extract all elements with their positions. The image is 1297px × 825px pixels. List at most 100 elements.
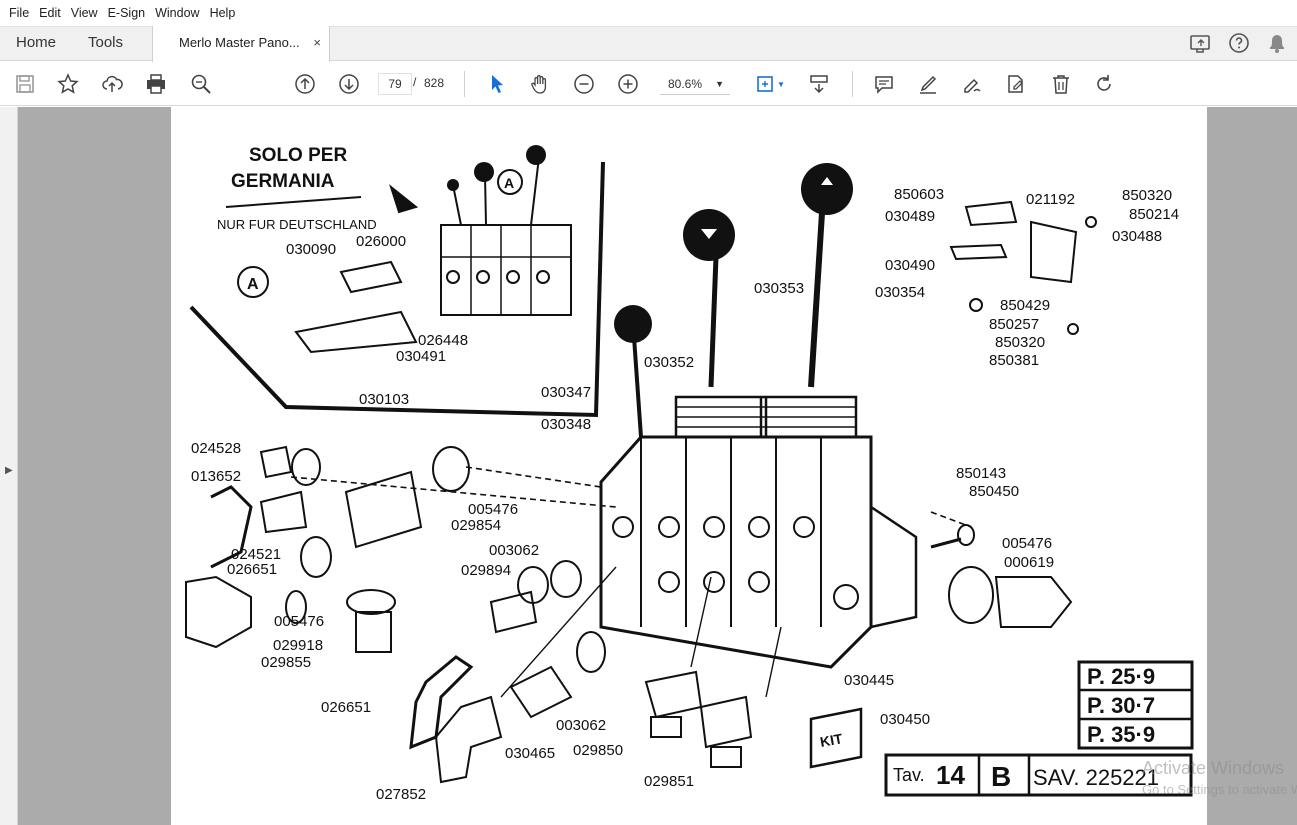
page-down-icon[interactable] bbox=[336, 71, 362, 97]
zoom-select[interactable]: 80.6% ▼ bbox=[660, 73, 730, 95]
part-850257: 850257 bbox=[989, 316, 1039, 333]
menu-bar: File Edit View E-Sign Window Help bbox=[0, 0, 1297, 26]
part-024528: 024528 bbox=[191, 440, 241, 457]
part-003062-b: 003062 bbox=[556, 717, 606, 734]
part-024521: 024521 bbox=[231, 546, 281, 563]
document-viewer[interactable]: ▶ bbox=[0, 107, 1297, 825]
expand-arrow-icon[interactable]: ▶ bbox=[5, 465, 13, 476]
part-850320-bottom: 850320 bbox=[995, 334, 1045, 351]
rotate-icon[interactable] bbox=[1091, 71, 1117, 97]
notification-bell-icon[interactable] bbox=[1265, 30, 1289, 61]
chevron-down-icon: ▼ bbox=[715, 79, 724, 89]
page-ref-2: P. 30·7 bbox=[1087, 693, 1155, 718]
delete-icon[interactable] bbox=[1048, 71, 1074, 97]
zoom-value: 80.6% bbox=[668, 77, 703, 91]
callout-a-right: A bbox=[504, 175, 514, 191]
tab-home[interactable]: Home bbox=[16, 34, 57, 51]
part-030348: 030348 bbox=[541, 416, 591, 433]
part-030103: 030103 bbox=[359, 391, 409, 408]
part-026651-b: 026651 bbox=[321, 699, 371, 716]
part-030352: 030352 bbox=[644, 354, 694, 371]
help-icon[interactable] bbox=[1227, 30, 1251, 61]
part-030488: 030488 bbox=[1112, 228, 1162, 245]
part-029855: 029855 bbox=[261, 654, 311, 671]
parts-diagram: SOLO PER GERMANIA NUR FUR DEUTSCHLAND A … bbox=[185, 145, 1194, 803]
page-ref-1: P. 25·9 bbox=[1087, 664, 1155, 689]
heading-line-2: GERMANIA bbox=[231, 171, 335, 192]
page-total: 828 bbox=[424, 76, 445, 90]
part-029851: 029851 bbox=[644, 773, 694, 790]
cloud-upload-icon[interactable] bbox=[99, 71, 125, 97]
part-005476-c: 005476 bbox=[1002, 535, 1052, 552]
print-icon[interactable] bbox=[143, 71, 169, 97]
footer-letter: B bbox=[991, 761, 1011, 792]
chevron-down-icon[interactable]: ▼ bbox=[777, 80, 785, 89]
page-number-input[interactable]: 79 bbox=[378, 73, 412, 95]
kit-label: KIT bbox=[819, 730, 844, 750]
tab-bar: Home Tools Merlo Master Pano... × bbox=[0, 26, 1297, 62]
save-icon[interactable] bbox=[12, 71, 38, 97]
part-030090: 030090 bbox=[286, 241, 336, 258]
page-up-icon[interactable] bbox=[292, 71, 318, 97]
part-850450: 850450 bbox=[969, 483, 1019, 500]
part-000619: 000619 bbox=[1004, 554, 1054, 571]
part-030347: 030347 bbox=[541, 384, 591, 401]
part-850143: 850143 bbox=[956, 465, 1006, 482]
pdf-page: SOLO PER GERMANIA NUR FUR DEUTSCHLAND A … bbox=[171, 107, 1207, 825]
highlight-icon[interactable] bbox=[915, 71, 941, 97]
part-850214: 850214 bbox=[1129, 206, 1179, 223]
heading-line-1: SOLO PER bbox=[249, 145, 347, 166]
part-030491: 030491 bbox=[396, 348, 446, 365]
footer-tav-number: 14 bbox=[936, 760, 965, 790]
part-850381: 850381 bbox=[989, 352, 1039, 369]
part-026651-a: 026651 bbox=[227, 561, 277, 578]
scroll-mode-icon[interactable] bbox=[806, 71, 832, 97]
callout-a-left: A bbox=[247, 276, 259, 293]
fit-page-icon[interactable] bbox=[752, 71, 778, 97]
toolbar: 79 / 828 80.6% ▼ ▼ bbox=[0, 62, 1297, 106]
part-850603: 850603 bbox=[894, 186, 944, 203]
tab-tools[interactable]: Tools bbox=[88, 34, 124, 51]
close-tab-button[interactable]: × bbox=[313, 35, 321, 50]
part-021192: 021192 bbox=[1026, 191, 1075, 208]
zoom-in-icon[interactable] bbox=[615, 71, 641, 97]
part-027852: 027852 bbox=[376, 786, 426, 803]
left-panel-toggle[interactable]: ▶ bbox=[0, 107, 18, 825]
part-850320-top: 850320 bbox=[1122, 187, 1172, 204]
footer-tav-label: Tav. bbox=[893, 765, 925, 785]
fill-sign-icon[interactable] bbox=[1003, 71, 1029, 97]
part-850429: 850429 bbox=[1000, 297, 1050, 314]
document-tab-title: Merlo Master Pano... bbox=[179, 35, 300, 50]
search-zoom-icon[interactable] bbox=[188, 71, 214, 97]
document-tab[interactable]: Merlo Master Pano... × bbox=[152, 26, 330, 62]
sign-icon[interactable] bbox=[959, 71, 985, 97]
page-ref-3: P. 35·9 bbox=[1087, 722, 1155, 747]
part-026448: 026448 bbox=[418, 332, 468, 349]
menu-edit[interactable]: Edit bbox=[39, 6, 61, 20]
part-013652: 013652 bbox=[191, 468, 241, 485]
hand-icon[interactable] bbox=[527, 71, 553, 97]
select-arrow-icon[interactable] bbox=[484, 71, 510, 97]
comment-icon[interactable] bbox=[871, 71, 897, 97]
part-005476-a: 005476 bbox=[468, 501, 518, 518]
part-029918: 029918 bbox=[273, 637, 323, 654]
share-screen-icon[interactable] bbox=[1189, 30, 1213, 61]
menu-esign[interactable]: E-Sign bbox=[107, 6, 146, 20]
part-030445: 030445 bbox=[844, 672, 894, 689]
subheading: NUR FUR DEUTSCHLAND bbox=[217, 217, 377, 232]
part-026000: 026000 bbox=[356, 233, 406, 250]
toolbar-divider bbox=[464, 71, 465, 97]
page-separator: / bbox=[413, 75, 417, 89]
star-icon[interactable] bbox=[55, 71, 81, 97]
menu-file[interactable]: File bbox=[9, 6, 30, 20]
zoom-out-icon[interactable] bbox=[571, 71, 597, 97]
part-005476-b: 005476 bbox=[274, 613, 324, 630]
menu-help[interactable]: Help bbox=[209, 6, 236, 20]
menu-view[interactable]: View bbox=[70, 6, 98, 20]
part-030489: 030489 bbox=[885, 208, 935, 225]
part-030465: 030465 bbox=[505, 745, 555, 762]
menu-window[interactable]: Window bbox=[155, 6, 200, 20]
footer-sav: SAV. 225221 bbox=[1033, 765, 1159, 790]
part-030450: 030450 bbox=[880, 711, 930, 728]
toolbar-divider bbox=[852, 71, 853, 97]
